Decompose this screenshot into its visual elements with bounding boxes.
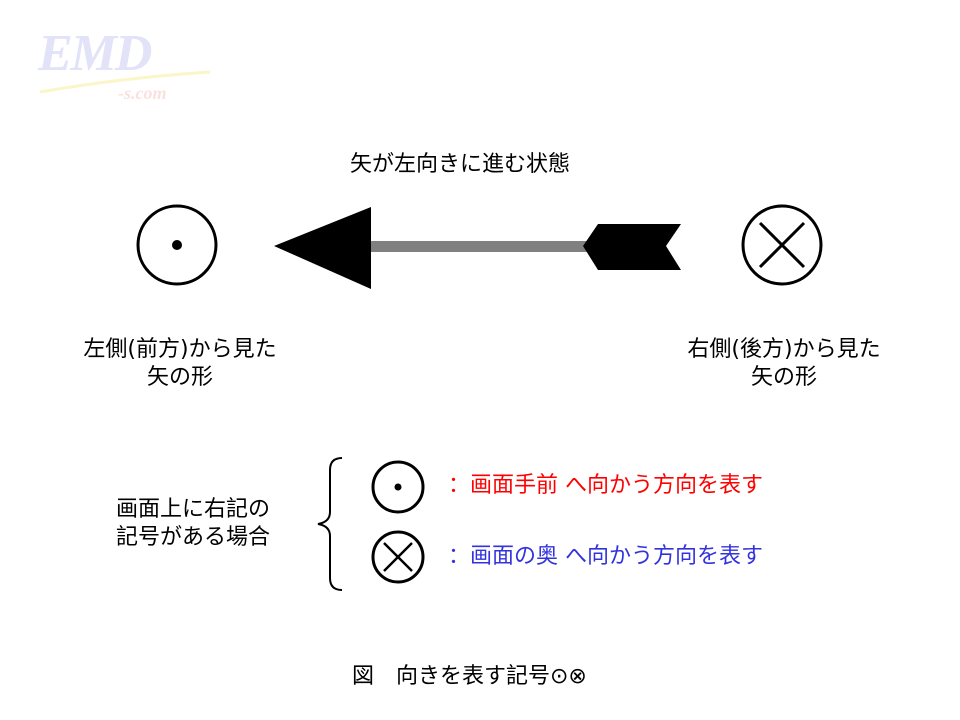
legend-cross-symbol — [371, 530, 425, 584]
logo-swoosh — [39, 70, 211, 94]
emd-logo: EMD -s.com — [38, 28, 218, 104]
left-label: 左側(前方)から見た 矢の形 — [60, 336, 300, 392]
left-label-line1: 左側(前方)から見た — [83, 337, 277, 362]
front-view-symbol — [136, 204, 218, 286]
arrowhead — [274, 207, 371, 289]
right-label-line2: 矢の形 — [750, 365, 817, 390]
figure-caption: 図 向きを表す記号⊙⊗ — [352, 664, 587, 689]
right-label: 右側(後方)から見た 矢の形 — [664, 336, 904, 392]
arrow-fletching — [583, 224, 681, 270]
arrow — [274, 207, 681, 289]
right-label-line1: 右側(後方)から見た — [687, 337, 881, 362]
legend-cross-text: ：画面の奥 へ向かう方向を表す — [448, 544, 763, 569]
logo-sub: -s.com — [118, 83, 167, 103]
legend-dot-symbol — [371, 460, 425, 514]
legend-intro-line2: 記号がある場合 — [116, 525, 271, 550]
legend-intro-line1: 画面上に右記の — [116, 497, 271, 522]
back-view-symbol — [741, 204, 823, 286]
diagram-title: 矢が左向きに進む状態 — [350, 152, 571, 177]
arrow-shaft — [365, 241, 587, 252]
left-label-line2: 矢の形 — [146, 365, 213, 390]
brace — [317, 457, 343, 591]
legend-intro: 画面上に右記の 記号がある場合 — [116, 496, 270, 552]
logo-main: EMD — [38, 25, 152, 82]
legend-dot-text: ：画面手前 へ向かう方向を表す — [448, 473, 763, 498]
